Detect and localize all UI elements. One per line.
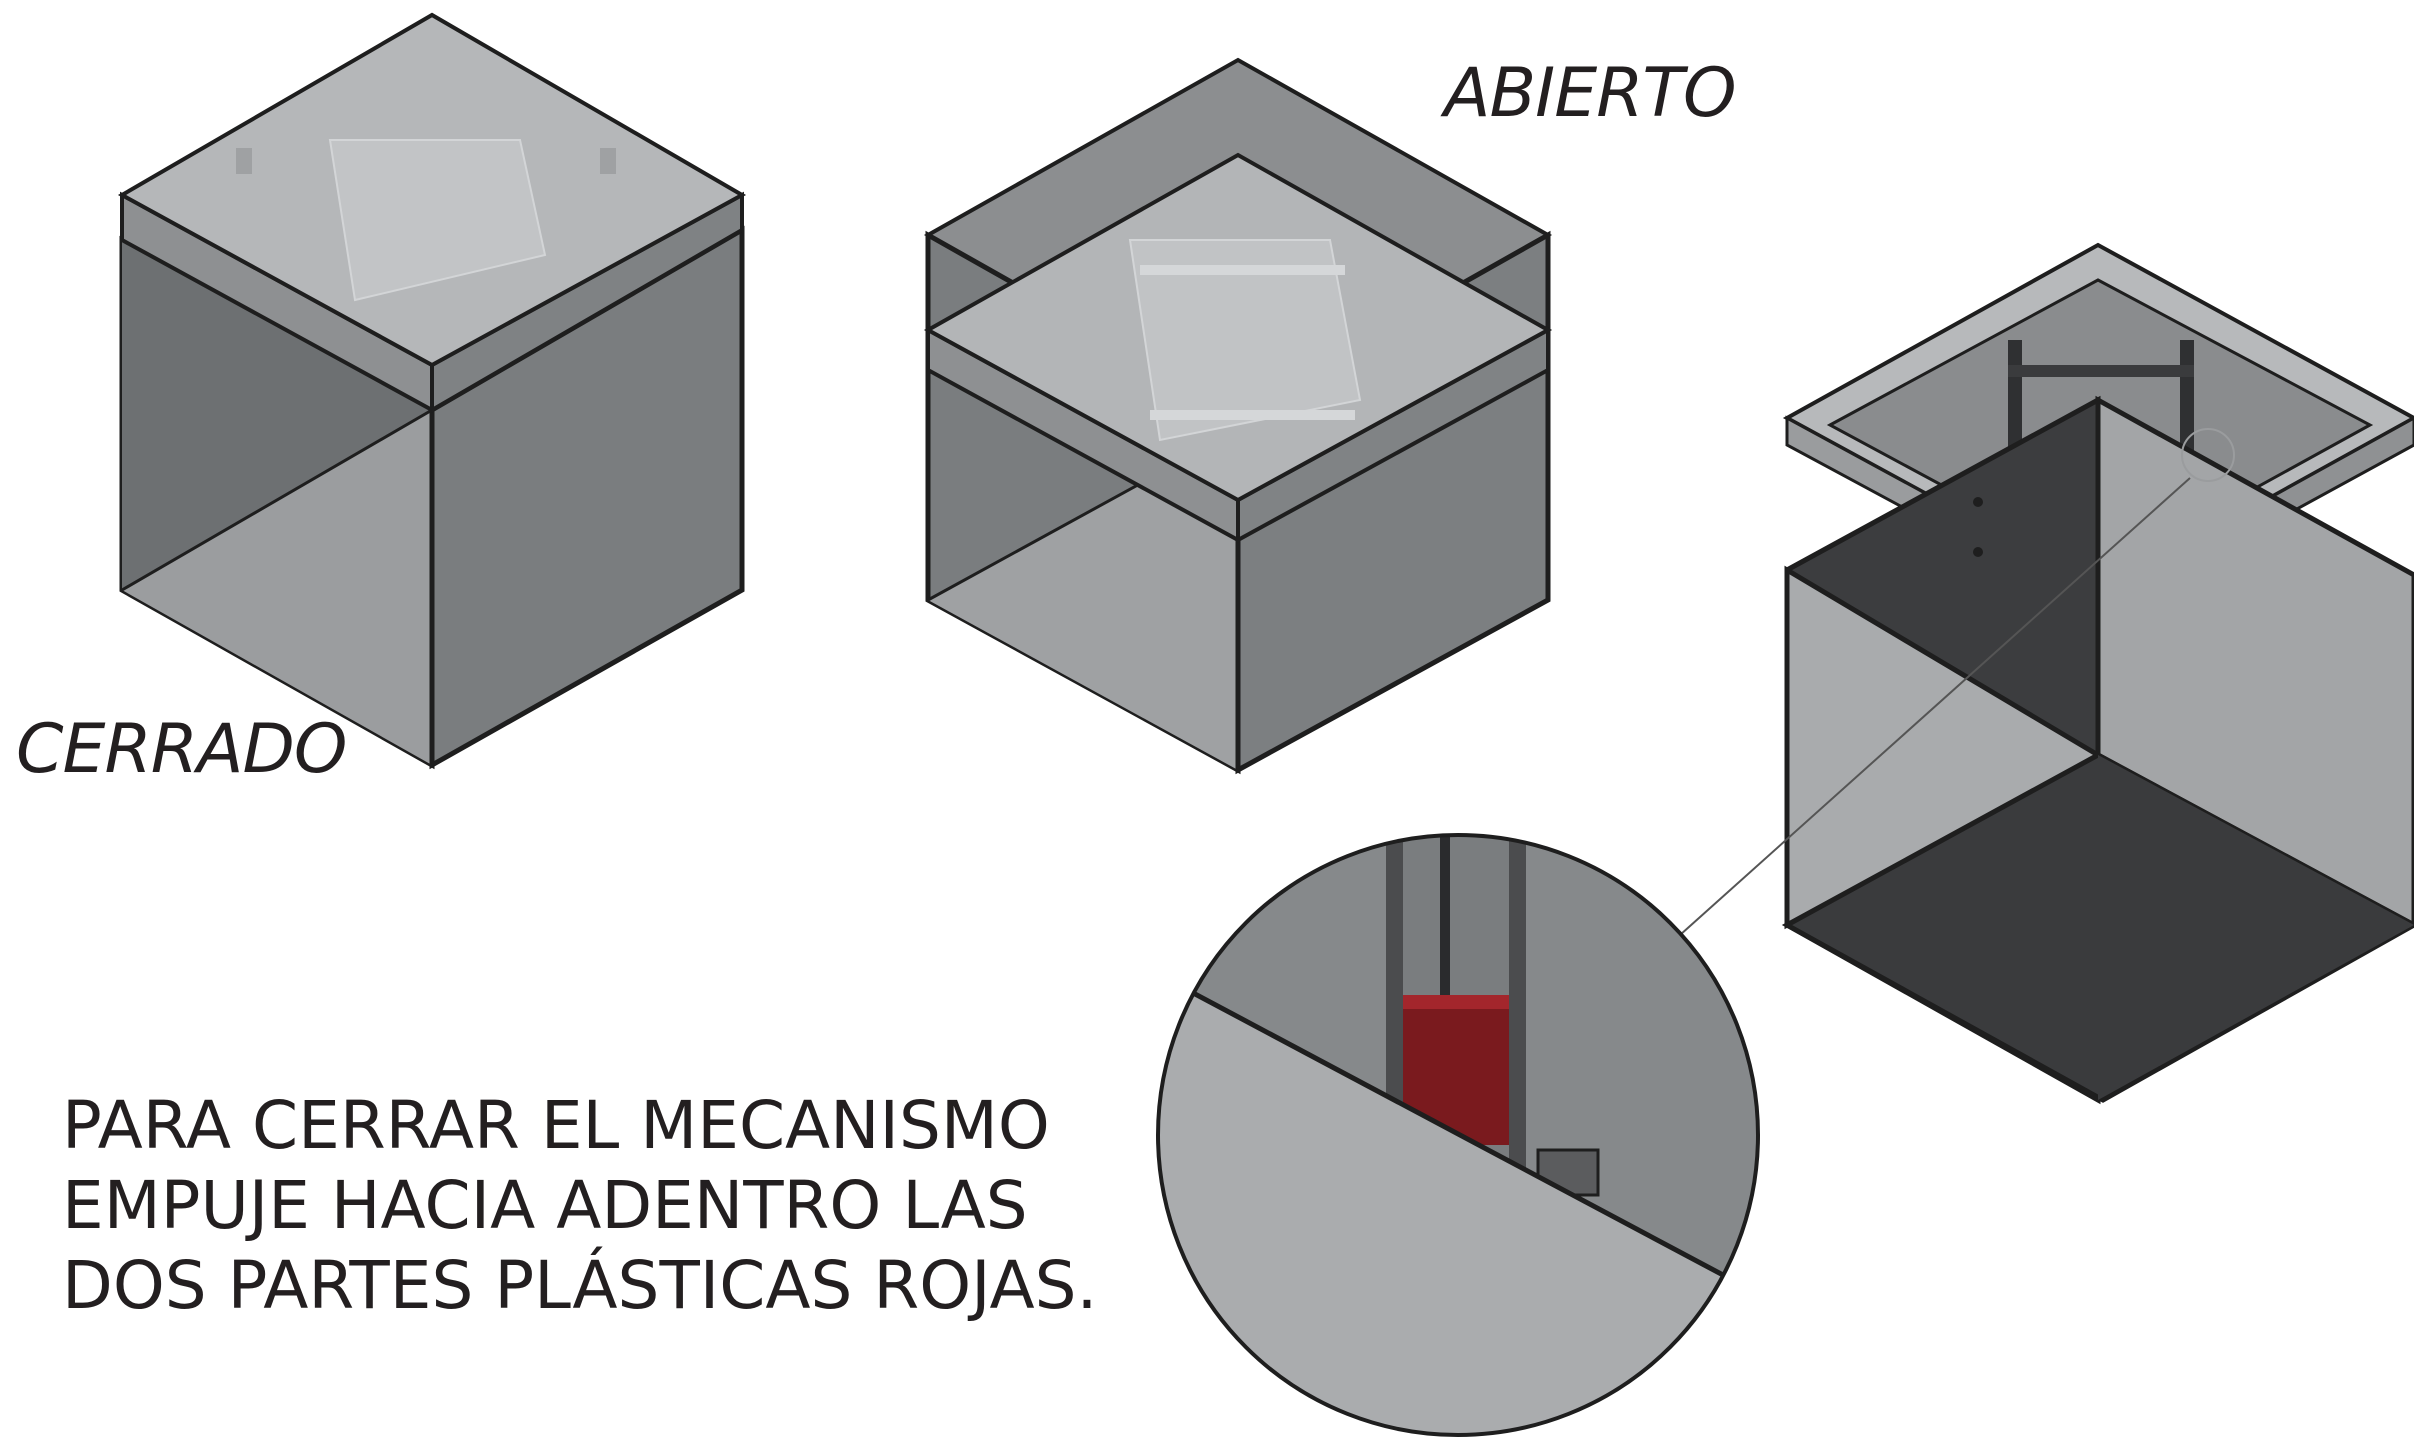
detail-magnifier-border [1156, 833, 1760, 1437]
closed-box-hinge [600, 148, 616, 174]
instructions-line: EMPUJE HACIA ADENTRO LAS [62, 1167, 1028, 1244]
open-box-inner-floor [928, 430, 1238, 770]
detail-front-surface [1158, 970, 1758, 1435]
detail-marker-circle [2181, 428, 2235, 482]
closed-label: CERRADO [16, 710, 347, 789]
closed-box-inner-edge [121, 408, 433, 592]
closed-box-inner-back [122, 240, 432, 590]
instructions-text: PARA CERRAR EL MECANISMO EMPUJE HACIA AD… [62, 1086, 1097, 1326]
closed-box-hinge [236, 148, 252, 174]
exploded-box [1679, 242, 2414, 1105]
exploded-lid-latch-bar [2008, 365, 2194, 377]
closed-box-inner-floor [122, 410, 432, 765]
closed-box [117, 12, 747, 770]
instructions-line: PARA CERRAR EL MECANISMO [62, 1087, 1050, 1164]
detail-leader-line [1679, 477, 2191, 936]
open-box-lid-mechanism [1128, 239, 1362, 442]
instructions-line: DOS PARTES PLÁSTICAS ROJAS. [62, 1247, 1098, 1324]
open-label: ABIERTO [1444, 54, 1736, 133]
exploded-box-bolt [1973, 497, 1983, 507]
closed-box-lid-mechanism [328, 139, 547, 302]
detail-magnifier [1158, 835, 1758, 1435]
exploded-box-right-face [2098, 755, 2414, 1100]
exploded-box-bolt [1973, 547, 1983, 557]
detail-surface-edge [1158, 967, 1758, 1303]
open-box [923, 57, 1553, 775]
detail-red-latch-top [1403, 995, 1509, 1009]
